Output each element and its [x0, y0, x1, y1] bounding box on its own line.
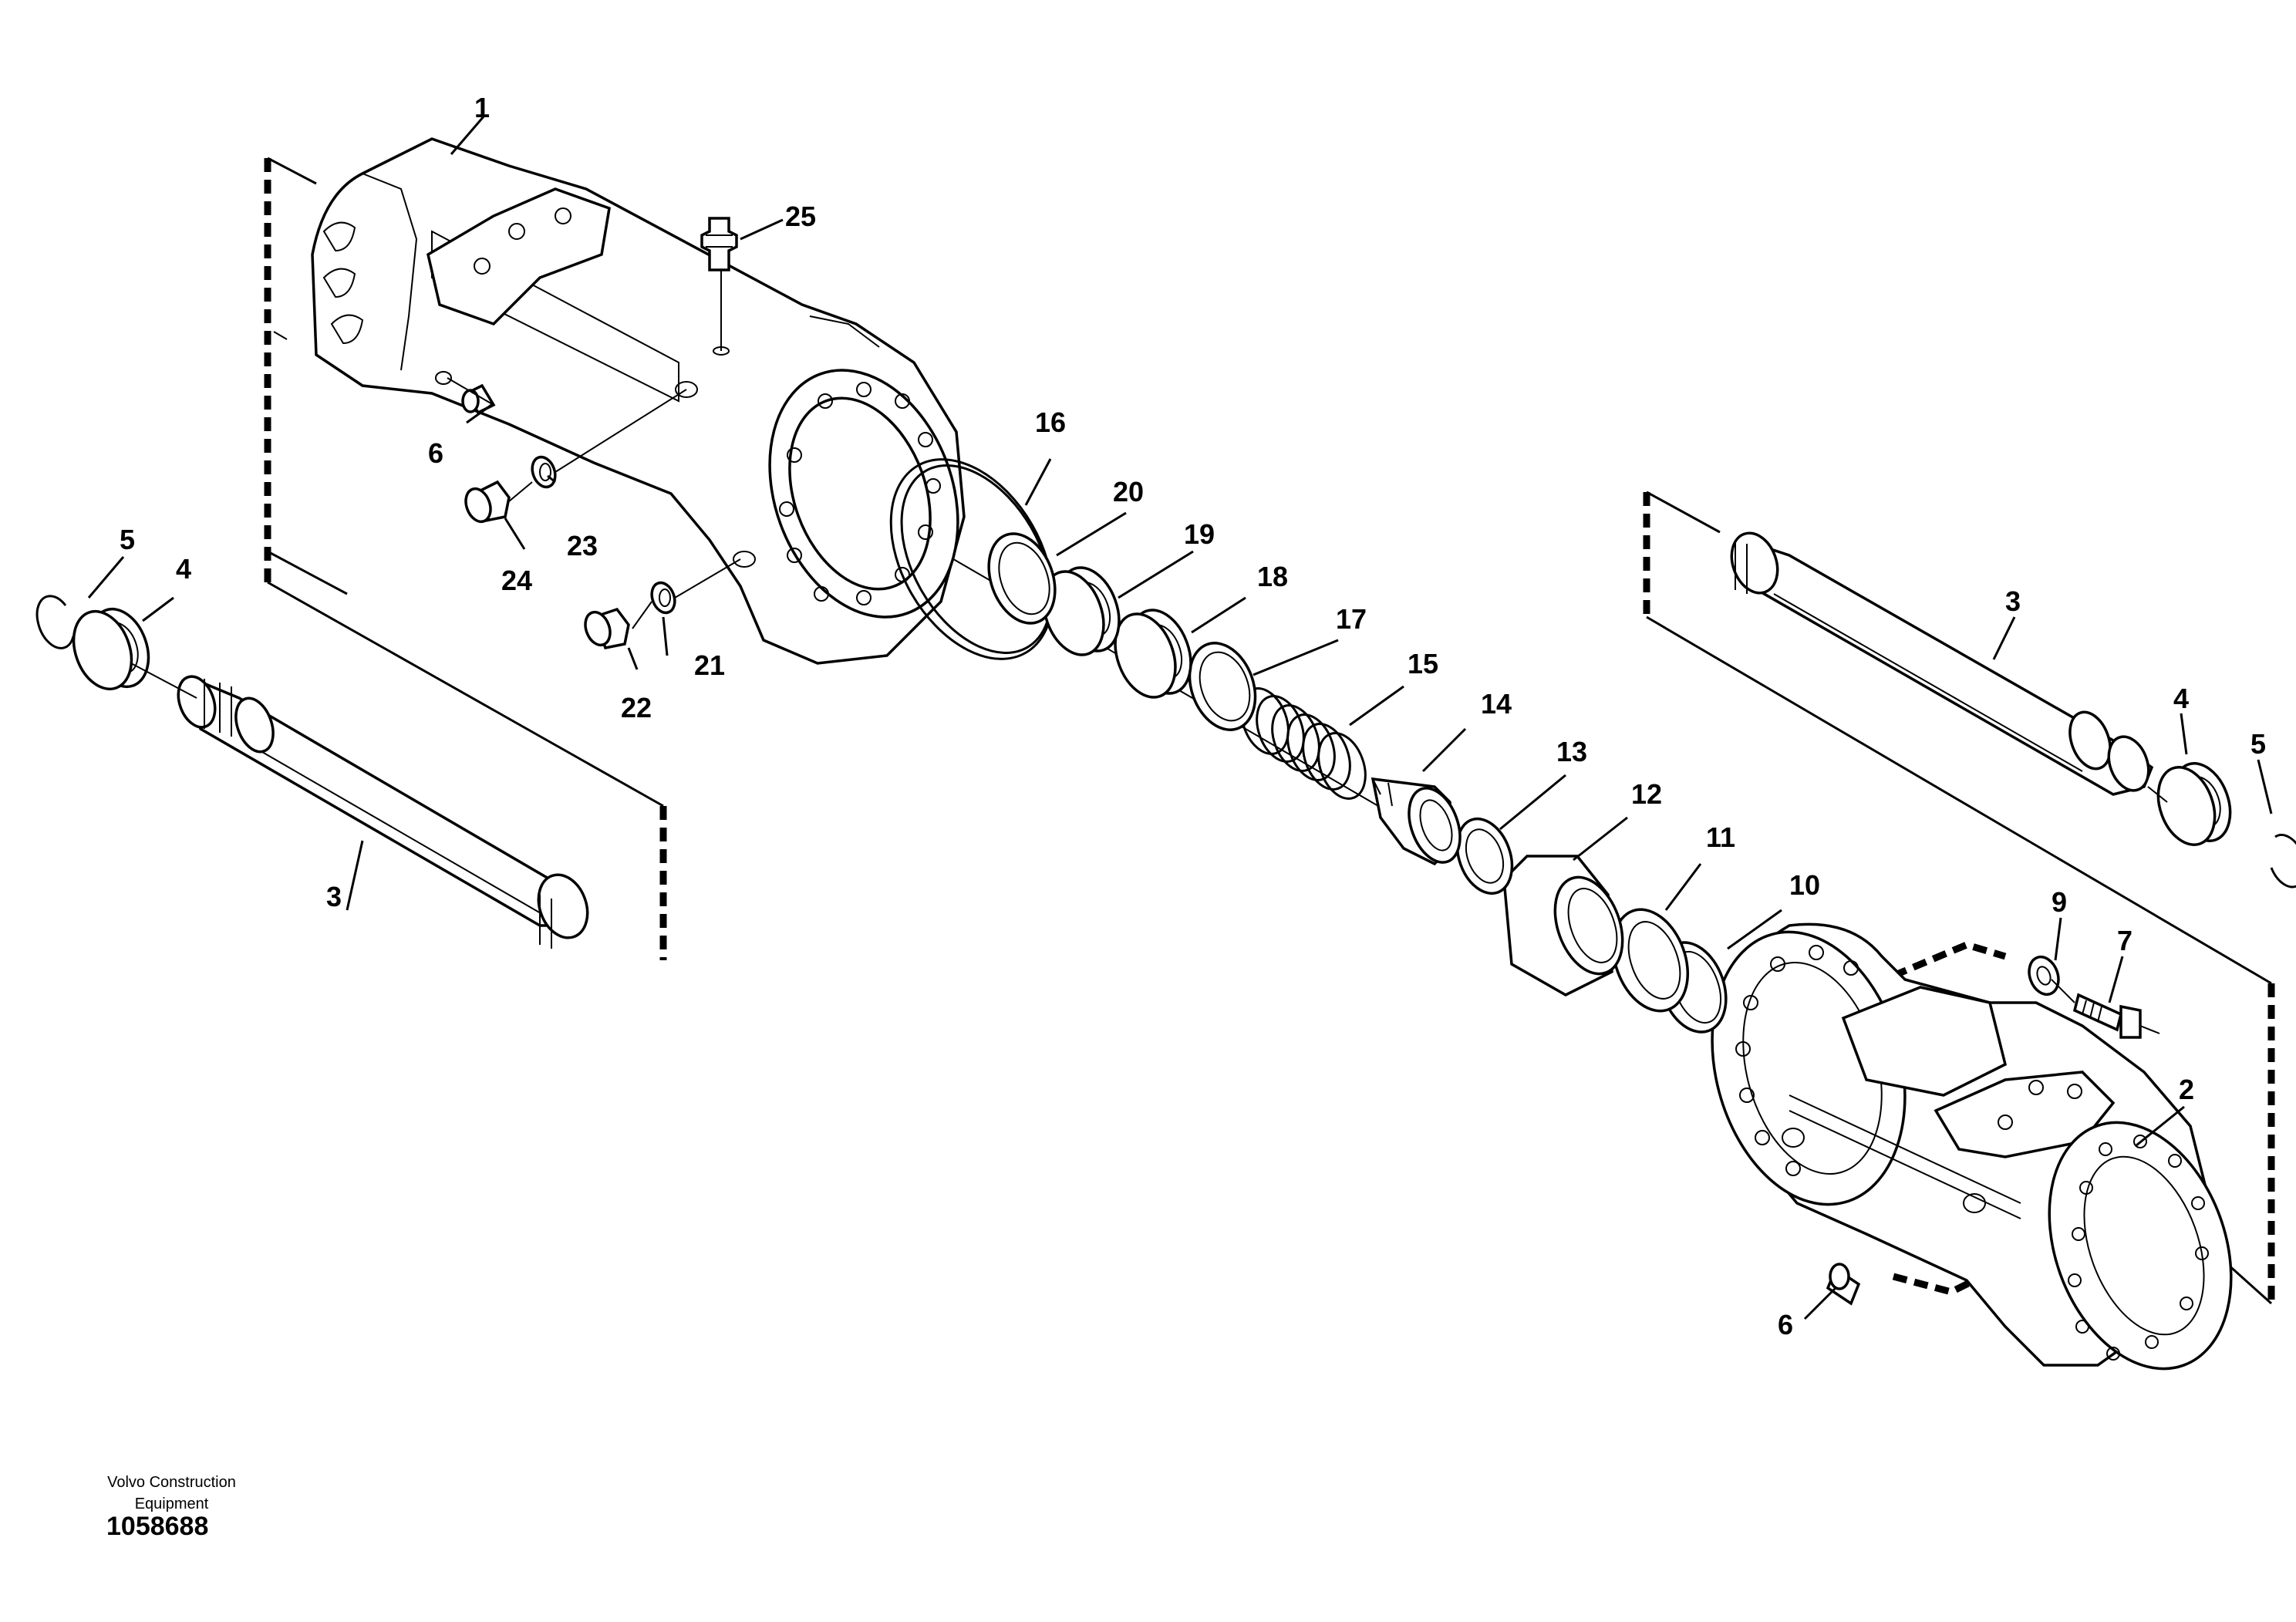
bearing-left [72, 607, 150, 691]
drive-shaft-left [177, 675, 589, 949]
bolt [2072, 993, 2142, 1039]
seal-washer-23 [531, 455, 557, 489]
callout-10: 10 [1789, 869, 1820, 901]
callout-2: 2 [2179, 1074, 2194, 1105]
needle-bearing-13 [1455, 817, 1514, 895]
callout-24: 24 [501, 565, 532, 596]
washer [2028, 955, 2060, 996]
callout-3-right: 3 [2005, 585, 2021, 617]
callout-12: 12 [1631, 778, 1662, 810]
snap-ring-right [2270, 833, 2296, 889]
axle-housing-right [1711, 922, 2233, 1371]
coupling-sleeve-14 [1371, 777, 1462, 866]
thrust-washer-11 [1611, 908, 1690, 1013]
callout-5-right: 5 [2250, 728, 2266, 760]
callout-13: 13 [1556, 736, 1587, 767]
o-ring-16 [889, 458, 1054, 660]
callout-19: 19 [1184, 518, 1215, 550]
ring-20 [987, 532, 1057, 625]
callout-15: 15 [1408, 648, 1438, 679]
callout-1: 1 [474, 92, 490, 123]
bearing-right [2156, 762, 2232, 846]
callout-16: 16 [1035, 406, 1066, 438]
callout-3-left: 3 [326, 881, 342, 912]
manufacturer-line-1: Volvo Construction [107, 1474, 236, 1491]
callout-22: 22 [621, 692, 652, 723]
plug-24 [464, 480, 511, 524]
callout-7: 7 [2117, 925, 2132, 956]
axle-housing-left [311, 137, 966, 665]
manufacturer-credit: Volvo Construction Equipment [77, 1472, 266, 1515]
callout-11: 11 [1706, 821, 1735, 853]
callout-6-upper: 6 [428, 437, 443, 469]
callout-17: 17 [1336, 603, 1367, 635]
bushing-12 [1502, 855, 1624, 996]
callout-4-left: 4 [176, 553, 191, 585]
plug-22 [584, 607, 630, 650]
plug-lower [1826, 1263, 1861, 1306]
snap-ring-left [35, 595, 75, 649]
assembly-boundary-lines [264, 157, 2275, 1305]
callout-21: 21 [694, 649, 725, 681]
callout-25: 25 [785, 201, 816, 232]
ring-17 [1188, 642, 1257, 731]
callout-23: 23 [567, 530, 598, 561]
spring-15 [1240, 687, 1367, 800]
ball-bearing-19 [1042, 566, 1121, 656]
callout-4-right: 4 [2173, 683, 2189, 714]
callout-14: 14 [1481, 688, 1512, 720]
callout-5-left: 5 [120, 524, 135, 555]
callout-18: 18 [1257, 561, 1288, 592]
callout-20: 20 [1113, 476, 1144, 508]
breather-25 [700, 217, 738, 271]
document-number: 1058688 [106, 1512, 209, 1541]
leader-lines [87, 115, 2273, 1320]
drive-shaft-right [1730, 531, 2154, 796]
seal-washer-21 [650, 581, 676, 615]
callout-labels: 1 25 6 23 24 21 22 5 4 3 16 20 19 18 17 … [120, 92, 2266, 1340]
ball-bearing-18 [1114, 609, 1192, 699]
callout-6-lower: 6 [1778, 1309, 1793, 1340]
callout-9: 9 [2052, 886, 2067, 918]
manufacturer-line-2: Equipment [134, 1496, 209, 1512]
assembly-guide-lines [130, 270, 2168, 1034]
